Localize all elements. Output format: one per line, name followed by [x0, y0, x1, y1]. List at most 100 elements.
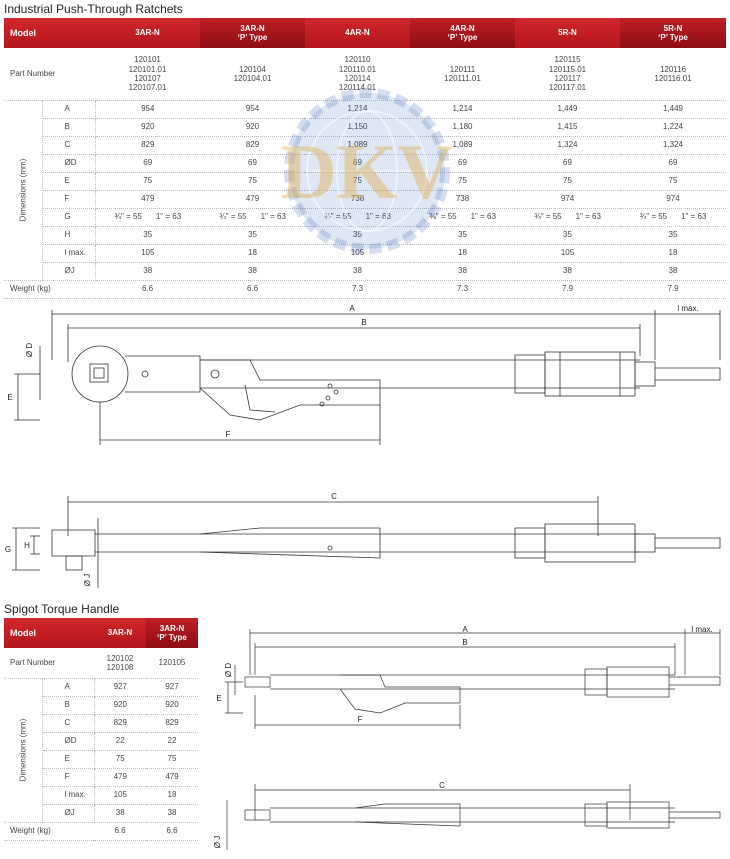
- dimension-value: 75: [200, 172, 305, 191]
- weight-value: 7.3: [305, 280, 410, 299]
- dimension-value: 69: [95, 154, 200, 173]
- dimension-name: l max.: [42, 786, 95, 805]
- dimension-name: B: [42, 696, 95, 715]
- dimension-value: 38: [410, 262, 515, 281]
- dimension-value: 75: [95, 172, 200, 191]
- dim-label-C: C: [331, 492, 337, 501]
- spigot-dim-label-lmax: l max.: [691, 625, 712, 634]
- model-name: 3AR-N: [107, 628, 133, 638]
- dimension-value: 75: [620, 172, 726, 191]
- dimension-value: 974: [515, 190, 620, 209]
- part-number: 120107: [134, 73, 161, 83]
- section-title-spigot: Spigot Torque Handle: [4, 602, 120, 616]
- weight-label: Weight (kg): [4, 280, 95, 299]
- dimension-value: 35: [305, 226, 410, 245]
- dimension-name: C: [42, 714, 95, 733]
- dimension-value: 75: [515, 172, 620, 191]
- dimensions-group-label: Dimensions (mm): [4, 678, 43, 823]
- square-drive-size: ¾" = 55: [114, 212, 142, 222]
- square-drive-size: 1" = 63: [155, 212, 182, 222]
- dimension-value: 105: [95, 244, 200, 263]
- dim-label-H: H: [24, 541, 30, 550]
- spigot-dim-label-C: C: [439, 781, 445, 790]
- part-number: 120110.01: [338, 64, 377, 74]
- part-number: 120111: [449, 64, 476, 74]
- model-name: 4AR-N: [345, 28, 370, 38]
- dimension-value: 1,415: [515, 118, 620, 137]
- dimension-value: 1,180: [410, 118, 515, 137]
- dimension-value: 69: [515, 154, 620, 173]
- dimensions-label: Dimensions (mm): [18, 718, 28, 782]
- dimension-value: ¾" = 55 1" = 63: [95, 208, 200, 227]
- model-name: 5R-N: [558, 28, 577, 38]
- ratchet-model-header: Model: [4, 18, 95, 48]
- dimension-value: 1,150: [305, 118, 410, 137]
- dimension-value: 38: [146, 804, 198, 823]
- spigot-dim-label-J: Ø J: [213, 836, 222, 848]
- dimension-value: 974: [620, 190, 726, 209]
- weight-value: 6.6: [146, 822, 198, 841]
- dimension-name: ØJ: [42, 804, 95, 823]
- part-number: 120101: [134, 55, 161, 65]
- dim-label-J: Ø J: [83, 574, 92, 586]
- dimension-value: 105: [305, 244, 410, 263]
- dimension-name: F: [42, 768, 95, 787]
- square-drive-size: 1" = 63: [365, 212, 391, 222]
- square-drive-size: ¾" = 55: [219, 212, 247, 222]
- dim-label-A: A: [349, 304, 355, 313]
- part-number: 120114: [344, 73, 371, 83]
- dimension-value: 479: [95, 190, 200, 209]
- dimension-value: 75: [410, 172, 515, 191]
- dimension-value: 75: [146, 750, 198, 769]
- dimension-value: 829: [200, 136, 305, 155]
- dimension-value: 35: [620, 226, 726, 245]
- weight-value: 6.6: [94, 822, 146, 841]
- ratchet-model-column-header: 3AR-N: [95, 18, 200, 48]
- ratchet-model-column-header: 4AR-N: [305, 18, 410, 48]
- dimension-value: 954: [95, 100, 200, 119]
- dimension-value: 75: [305, 172, 410, 191]
- dimension-value: ¾" = 55 1" = 63: [305, 208, 410, 227]
- part-number: 120104.01: [233, 73, 272, 83]
- dimension-value: 829: [146, 714, 198, 733]
- dimension-name: ØJ: [42, 262, 96, 281]
- dim-label-E: E: [7, 393, 12, 402]
- model-type: ‘P’ Type: [237, 33, 268, 42]
- spigot-model-header: Model: [4, 618, 94, 648]
- part-number: 120102: [106, 653, 134, 663]
- dimension-value: 22: [94, 732, 146, 751]
- dimension-value: 479: [146, 768, 198, 787]
- part-number: 120108: [106, 662, 134, 672]
- part-number: 120117: [554, 73, 581, 83]
- dimension-value: 920: [94, 696, 146, 715]
- dimension-name: F: [42, 190, 96, 209]
- dimension-value: 920: [95, 118, 200, 137]
- spigot-dim-label-E: E: [216, 694, 221, 703]
- weight-value: 7.9: [620, 280, 726, 299]
- part-number: 120105: [158, 658, 186, 668]
- dimension-value: 38: [515, 262, 620, 281]
- dimension-name: H: [42, 226, 96, 245]
- part-number: 120115: [554, 55, 581, 65]
- dimension-value: 69: [410, 154, 515, 173]
- dimension-name: l max.: [42, 244, 96, 263]
- dimension-value: 1,449: [515, 100, 620, 119]
- ratchet-model-column-header: 4AR-N‘P’ Type: [410, 18, 515, 48]
- model-type: ‘P’ Type: [157, 633, 187, 642]
- dimension-name: ØD: [42, 154, 96, 173]
- square-drive-size: ¾" = 55: [324, 212, 352, 222]
